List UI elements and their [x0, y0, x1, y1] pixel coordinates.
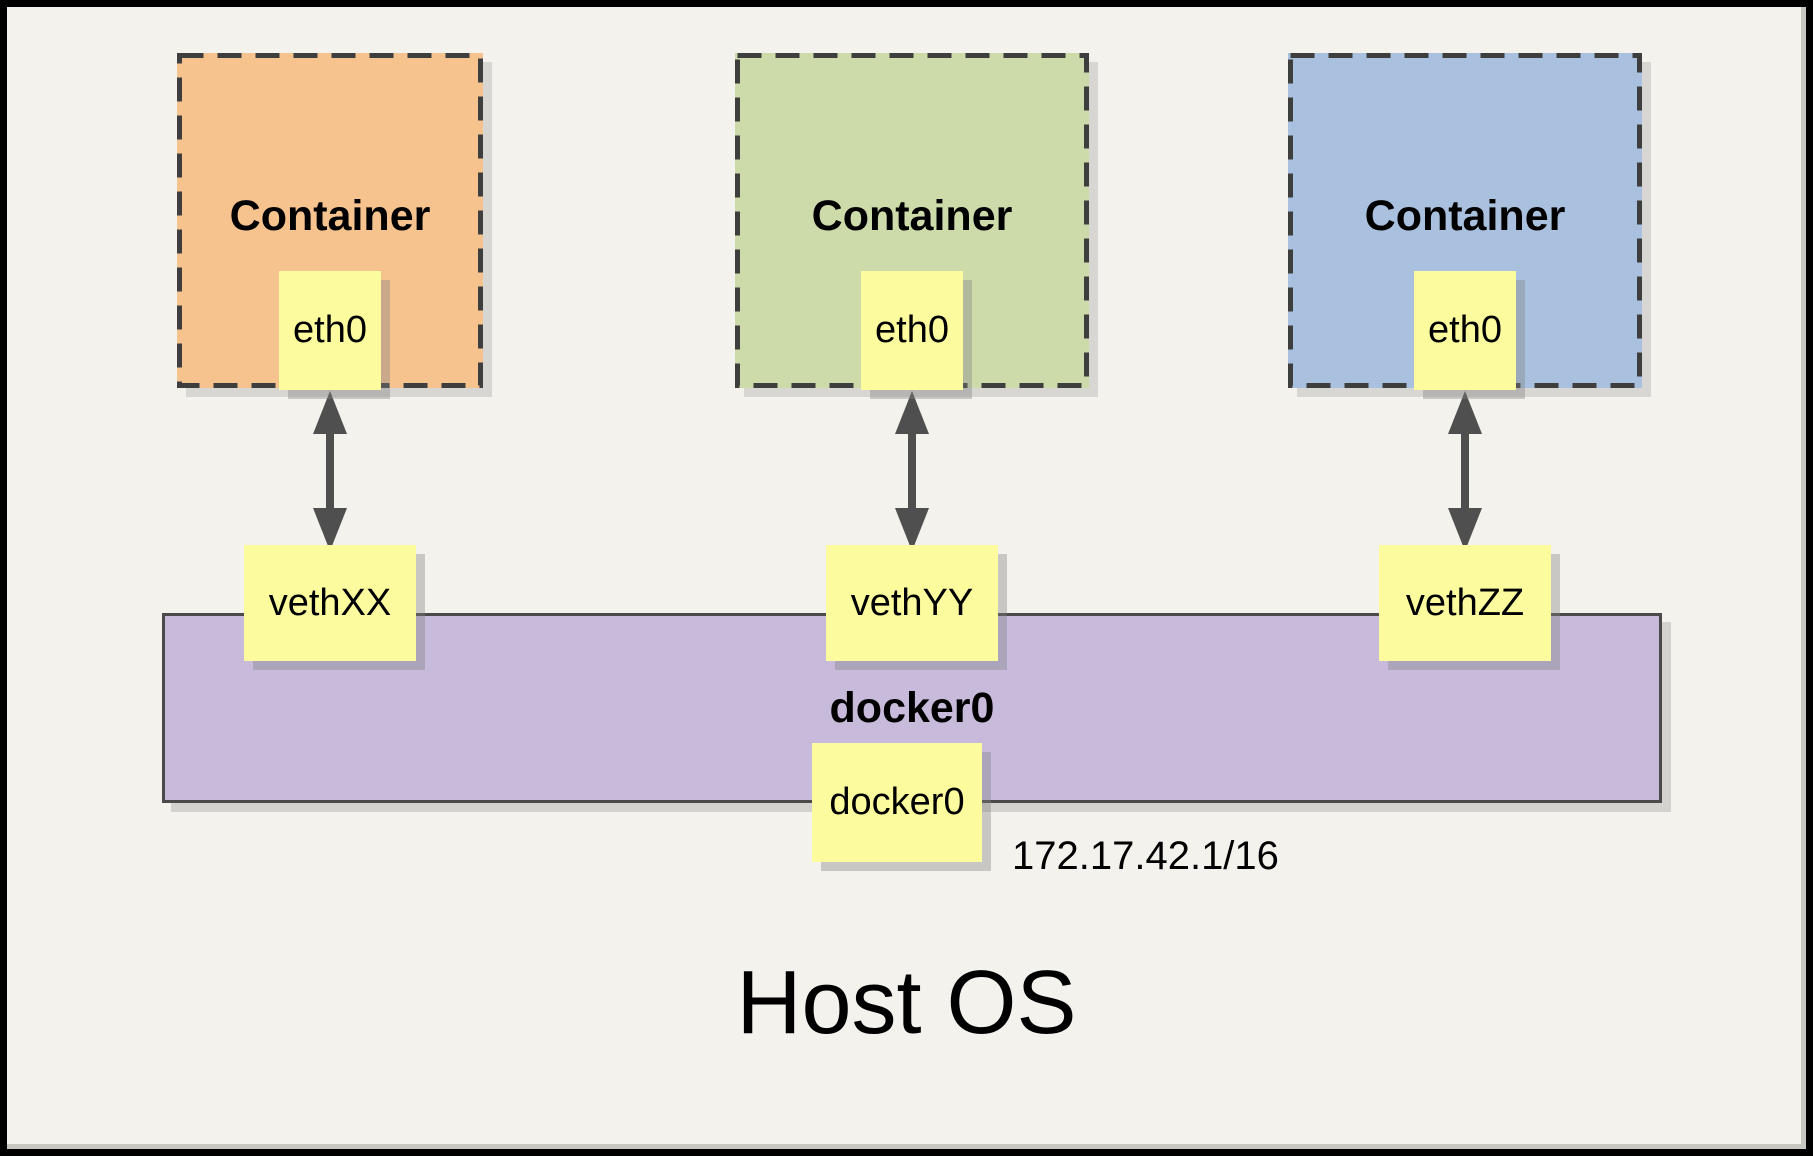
- container-box-1: Container eth0: [177, 53, 483, 390]
- vethzz-node: vethZZ: [1379, 545, 1551, 661]
- eth0-node-1: eth0: [279, 271, 381, 390]
- eth0-label-1: eth0: [293, 309, 367, 351]
- container-title: Container: [811, 192, 1013, 240]
- eth0-label-3: eth0: [1428, 309, 1502, 351]
- container-title: Container: [229, 192, 431, 240]
- docker0-node-label: docker0: [829, 781, 965, 823]
- vethxx-label: vethXX: [268, 581, 392, 624]
- container-title: Container: [1364, 192, 1566, 240]
- vethzz-label: vethZZ: [1405, 581, 1525, 624]
- vethxx-node: vethXX: [244, 545, 416, 661]
- eth0-label-2: eth0: [875, 309, 949, 351]
- double-arrow-icon-1: [313, 391, 347, 551]
- vethyy-node: vethYY: [826, 545, 998, 661]
- docker0-node: docker0: [812, 743, 982, 862]
- container-box-2: Container eth0: [735, 53, 1089, 390]
- vethyy-label: vethYY: [850, 581, 974, 624]
- eth0-node-2: eth0: [861, 271, 963, 390]
- host-os-label: Host OS: [736, 953, 1077, 1053]
- double-arrow-icon-3: [1448, 391, 1482, 551]
- docker0-bridge-label: docker0: [829, 684, 995, 732]
- container-box-3: Container eth0: [1288, 53, 1642, 390]
- eth0-node-3: eth0: [1414, 271, 1516, 390]
- double-arrow-icon-2: [895, 391, 929, 551]
- bridge-ip-label: 172.17.42.1/16: [1012, 834, 1279, 878]
